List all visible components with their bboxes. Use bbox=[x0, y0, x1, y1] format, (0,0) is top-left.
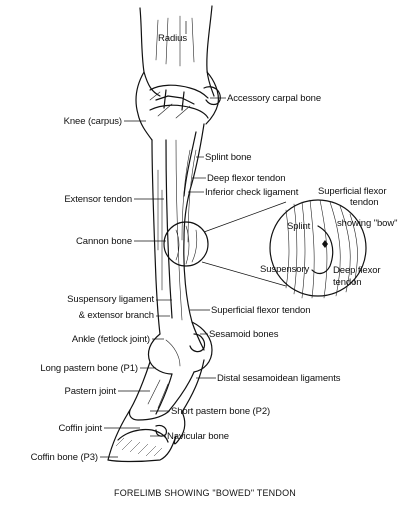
knee-carpus bbox=[135, 71, 221, 141]
radius-bone bbox=[139, 5, 215, 97]
label-extensor-tendon: Extensor tendon bbox=[64, 194, 132, 205]
label-cannon-bone: Cannon bone bbox=[76, 236, 132, 247]
cannon-region bbox=[151, 123, 205, 351]
label-long-pastern-bone: Long pastern bone (P1) bbox=[40, 363, 138, 374]
leader-lines bbox=[100, 21, 226, 458]
inset-label-deep-flexor-2: tendon bbox=[333, 277, 362, 288]
label-inferior-check-ligament: Inferior check ligament bbox=[205, 187, 299, 198]
inset-label-superficial-flexor: Superficial flexor bbox=[318, 186, 387, 197]
label-radius: Radius bbox=[158, 33, 187, 44]
label-navicular-bone: Navicular bone bbox=[167, 431, 229, 442]
label-splint-bone: Splint bone bbox=[205, 152, 252, 163]
label-ankle-fetlock: Ankle (fetlock joint) bbox=[71, 334, 150, 345]
label-suspensory-ligament: Suspensory ligament bbox=[67, 294, 154, 305]
inset-bow-view bbox=[269, 199, 367, 299]
label-short-pastern-bone: Short pastern bone (P2) bbox=[171, 406, 271, 417]
label-knee-carpus: Knee (carpus) bbox=[63, 116, 122, 127]
label-superficial-flexor-tendon: Superficial flexor tendon bbox=[211, 305, 311, 316]
label-accessory-carpal-bone: Accessory carpal bone bbox=[227, 93, 322, 104]
label-distal-sesamoidean-ligaments: Distal sesamoidean ligaments bbox=[217, 373, 341, 384]
inset-label-deep-flexor: Deep flexor bbox=[333, 265, 381, 276]
figure-caption: FORELIMB SHOWING "BOWED" TENDON bbox=[114, 488, 296, 498]
label-deep-flexor-tendon: Deep flexor tendon bbox=[207, 173, 286, 184]
inset-label-showing-bow: showing "bow" bbox=[337, 218, 398, 229]
hoof bbox=[107, 409, 186, 463]
bow-circle bbox=[163, 221, 209, 267]
inset-label-splint: Splint bbox=[287, 221, 311, 232]
label-sesamoid-bones: Sesamoid bones bbox=[209, 329, 279, 340]
inset-label-suspensory: Suspensory bbox=[260, 264, 310, 275]
inset-label-superficial-flexor-2: tendon bbox=[350, 197, 379, 208]
label-pastern-joint: Pastern joint bbox=[64, 386, 116, 397]
label-coffin-joint: Coffin joint bbox=[58, 423, 102, 434]
label-coffin-bone: Coffin bone (P3) bbox=[30, 452, 99, 463]
label-extensor-branch: & extensor branch bbox=[78, 310, 155, 321]
